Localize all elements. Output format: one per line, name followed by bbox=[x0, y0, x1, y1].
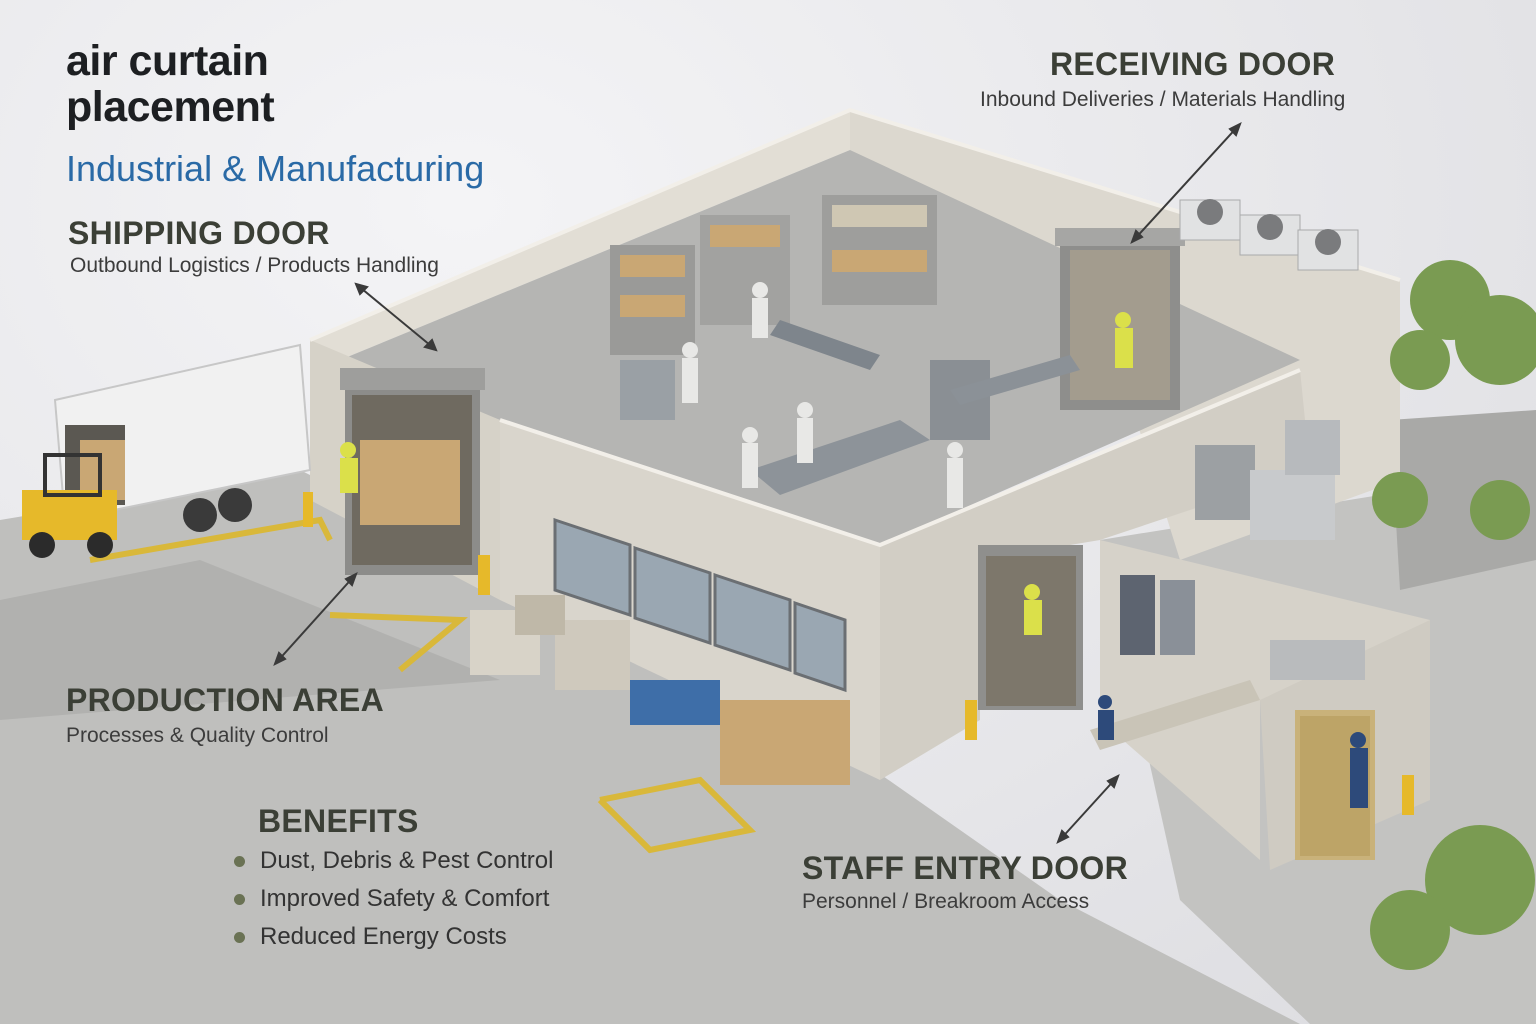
page-title: air curtain placement bbox=[66, 37, 275, 131]
staff-entry-description: Personnel / Breakroom Access bbox=[802, 890, 1090, 913]
benefits-list: Dust, Debris & Pest Control Improved Saf… bbox=[232, 845, 553, 959]
trees bbox=[1370, 260, 1536, 970]
production-area-heading: PRODUCTION AREA bbox=[66, 682, 384, 718]
page-subtitle: Industrial & Manufacturing bbox=[66, 148, 485, 189]
benefit-item: Reduced Energy Costs bbox=[232, 921, 553, 959]
bollards bbox=[303, 492, 1414, 815]
shipping-door bbox=[340, 368, 485, 575]
bullet-icon bbox=[234, 894, 245, 905]
staff-entry-heading: STAFF ENTRY DOOR bbox=[802, 850, 1128, 886]
rooftop-hvac-units bbox=[1179, 199, 1359, 271]
production-machinery bbox=[620, 320, 1080, 495]
production-area-description: Processes & Quality Control bbox=[66, 724, 329, 747]
workers bbox=[340, 282, 1368, 808]
ground-equipment bbox=[1195, 420, 1340, 540]
interior-shelving bbox=[610, 195, 937, 355]
outdoor-pallets bbox=[470, 595, 850, 785]
shipping-door-description: Outbound Logistics / Products Handling bbox=[70, 254, 439, 277]
shipping-door-heading: SHIPPING DOOR bbox=[68, 215, 330, 251]
bullet-icon bbox=[234, 856, 245, 867]
bullet-icon bbox=[234, 932, 245, 943]
receiving-door-description: Inbound Deliveries / Materials Handling bbox=[980, 88, 1346, 111]
benefit-item: Dust, Debris & Pest Control bbox=[232, 845, 553, 883]
receiving-door-heading: RECEIVING DOOR bbox=[1050, 46, 1336, 82]
forklift bbox=[22, 453, 117, 558]
benefits-heading: BENEFITS bbox=[258, 803, 419, 839]
parking-lines bbox=[89, 516, 757, 854]
benefit-item: Improved Safety & Comfort bbox=[232, 883, 553, 921]
breakroom bbox=[1090, 575, 1365, 750]
callout-arrows bbox=[273, 121, 1242, 845]
production-windows bbox=[553, 517, 847, 693]
